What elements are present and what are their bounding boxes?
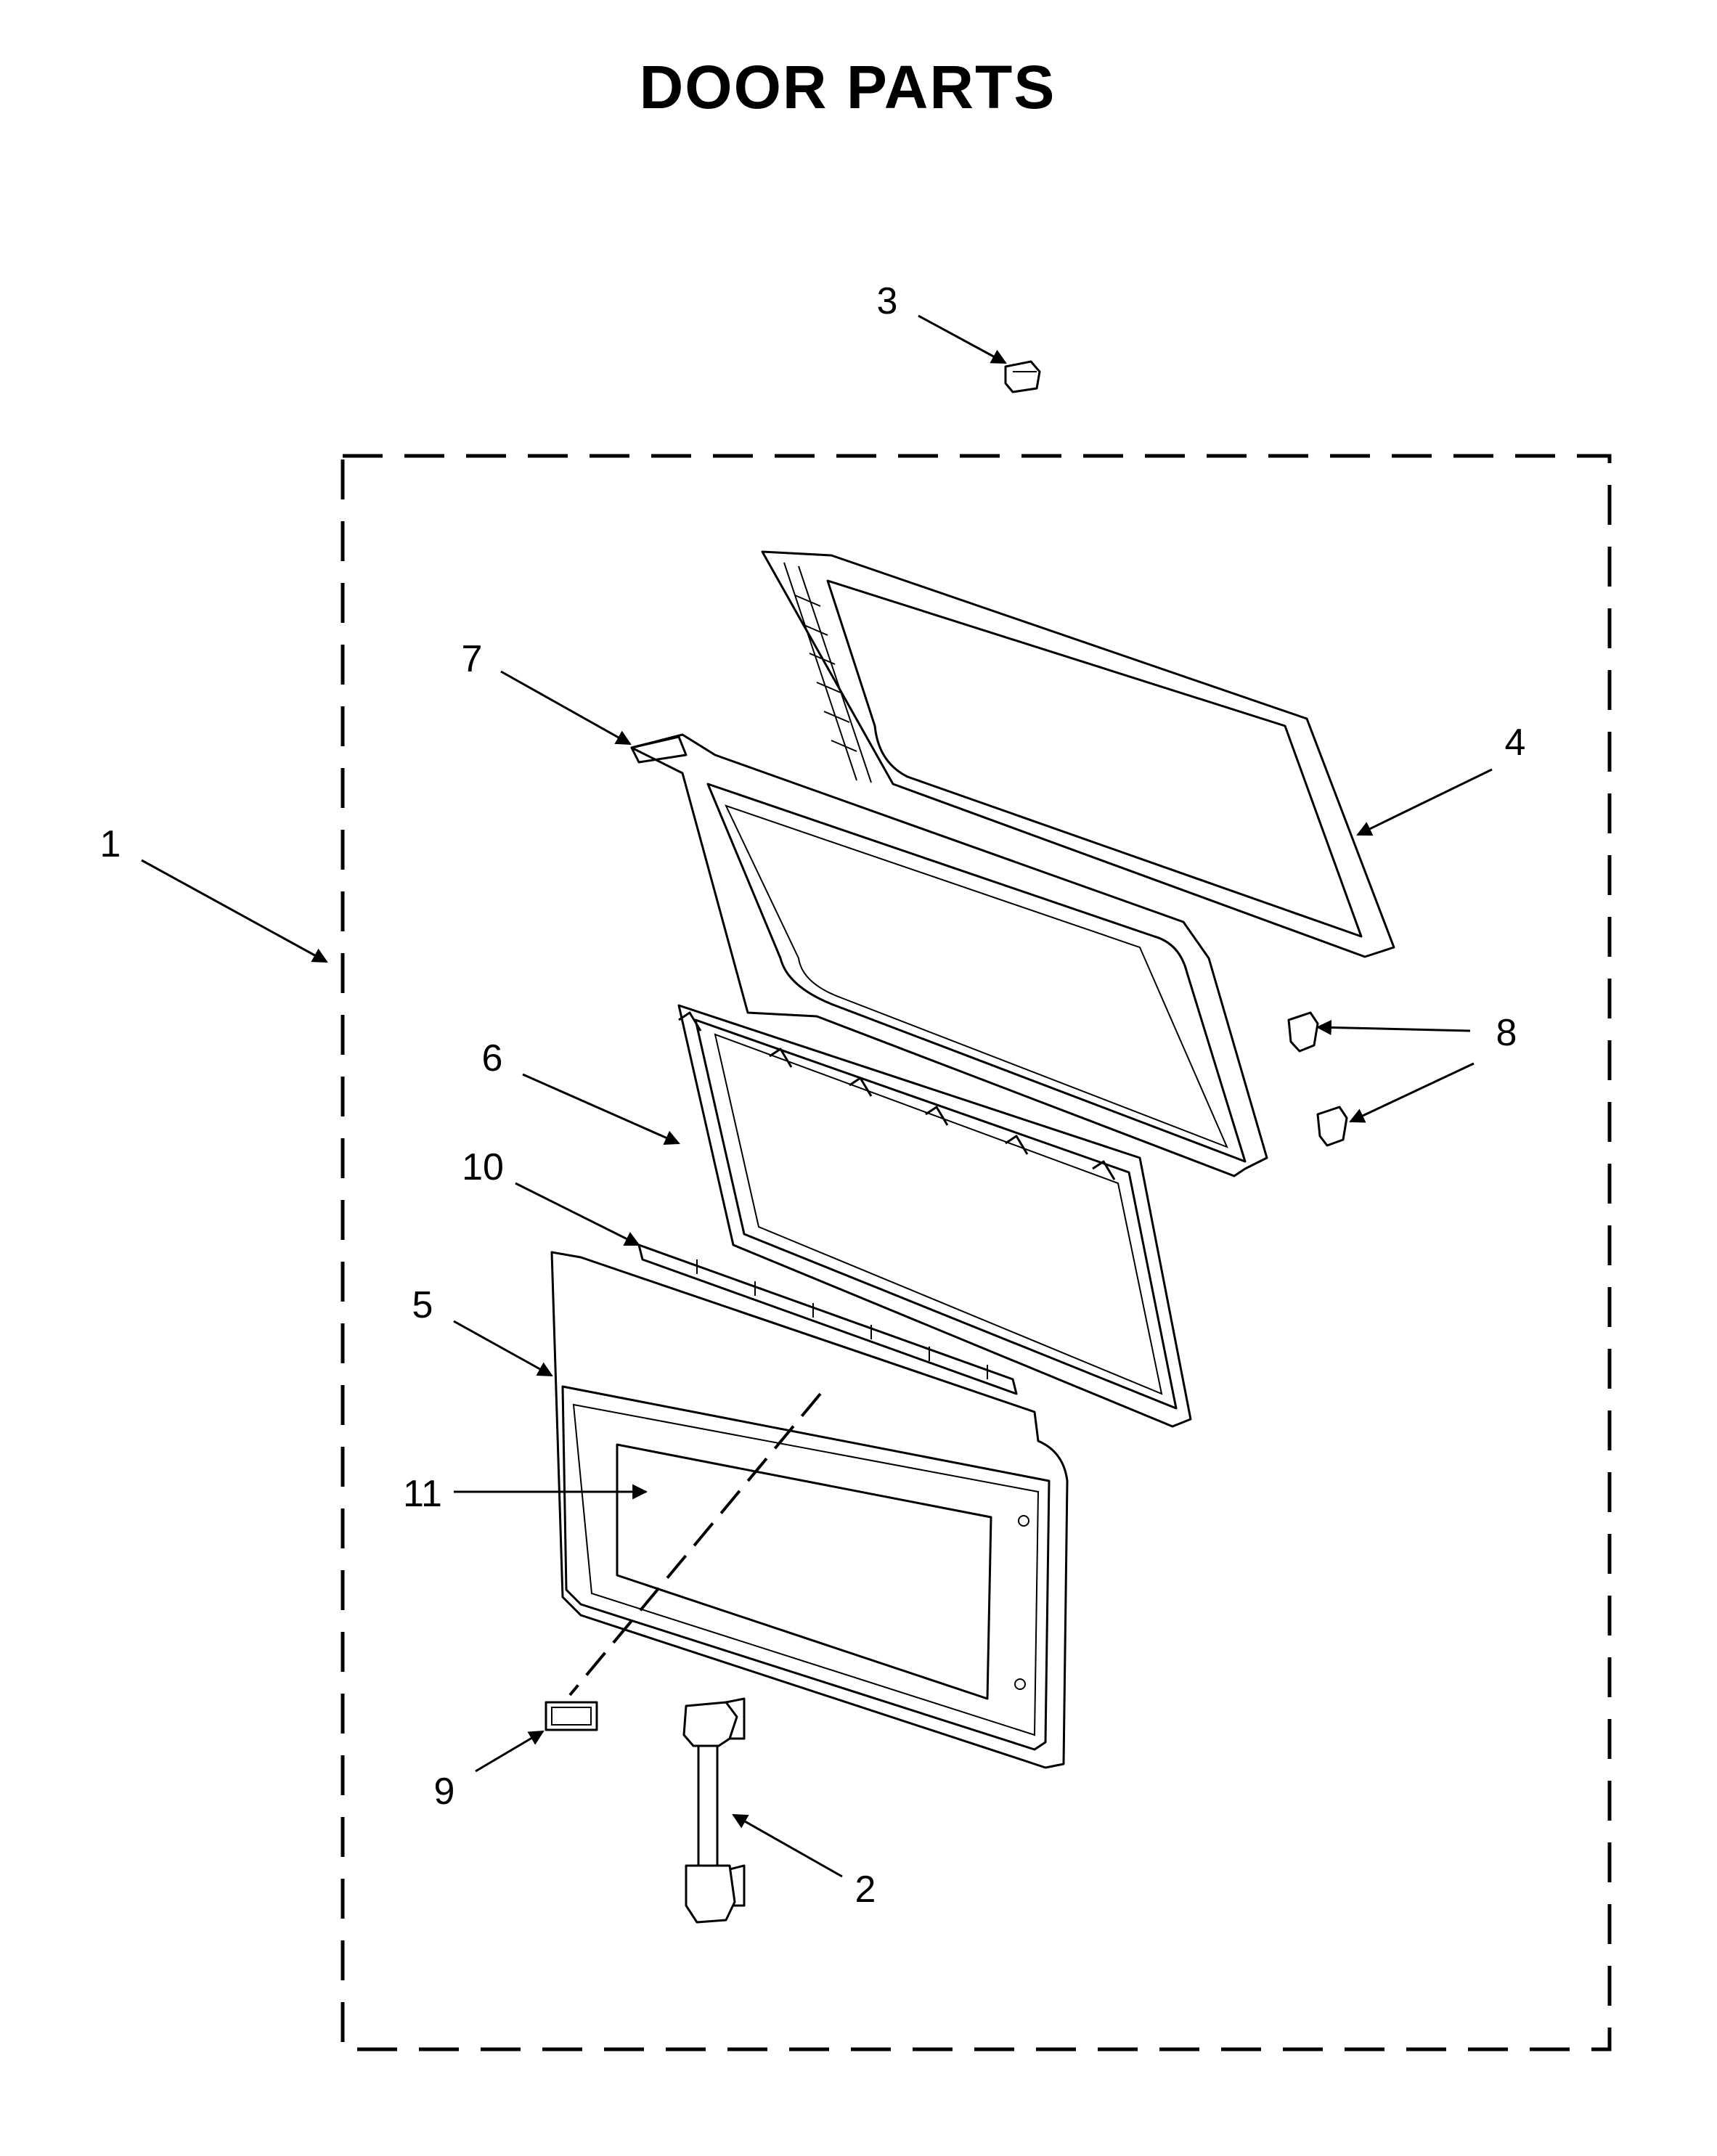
leader-4: [1356, 768, 1493, 836]
callout-4: 4: [1505, 722, 1526, 764]
leader-7: [500, 670, 632, 746]
callout-3: 3: [877, 280, 898, 322]
callout-1: 1: [100, 823, 121, 865]
callout-10: 10: [462, 1146, 504, 1188]
callout-2: 2: [855, 1869, 876, 1911]
part-5-outer-door-panel: [550, 1251, 1069, 1769]
part-7-inner-door-frame: [630, 733, 1268, 1177]
leader-2: [732, 1813, 843, 1878]
leader-10: [515, 1182, 640, 1246]
callout-5: 5: [412, 1284, 433, 1326]
part-10-hinge-strip: [637, 1244, 1018, 1395]
part-9-label: [545, 1701, 598, 1731]
leader-3: [918, 314, 1007, 364]
leader-5: [453, 1320, 553, 1377]
page-title: DOOR PARTS: [639, 53, 1056, 121]
leader-1: [141, 859, 328, 963]
callout-11: 11: [403, 1473, 442, 1515]
part-3-clip: [1004, 360, 1041, 393]
part-6-glass-pack: [677, 1004, 1192, 1428]
leader-8a: [1316, 1019, 1471, 1035]
part-4-choke-frame: [761, 550, 1395, 958]
callout-8: 8: [1496, 1012, 1517, 1054]
part-2-handle: [682, 1697, 746, 1924]
part-8-latch-hooks: [1287, 1011, 1348, 1147]
leader-6: [522, 1073, 680, 1145]
callout-9: 9: [434, 1771, 455, 1813]
callout-7: 7: [462, 638, 483, 680]
leader-8b: [1349, 1062, 1475, 1123]
leader-9: [475, 1730, 545, 1773]
callout-6: 6: [482, 1037, 503, 1079]
assembly-boundary: [340, 454, 1612, 2051]
